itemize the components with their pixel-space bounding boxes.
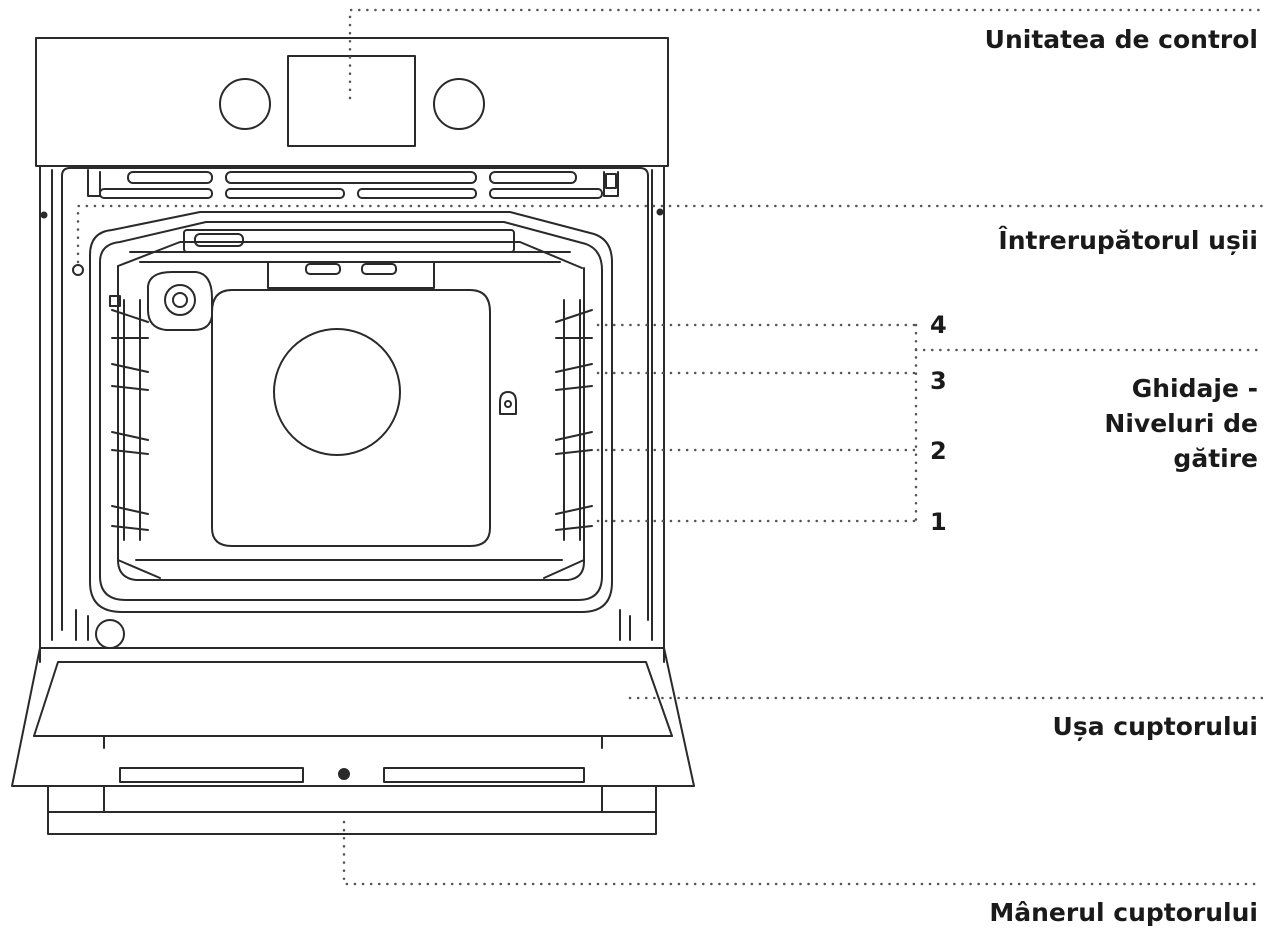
door-vent-right bbox=[383, 767, 585, 783]
label-guides-line3: gătire bbox=[1173, 444, 1258, 473]
left-shelf-guides bbox=[109, 295, 149, 541]
leader-guides bbox=[914, 323, 1264, 523]
level-4: 4 bbox=[930, 311, 947, 339]
left-knob bbox=[219, 78, 271, 130]
level-2: 2 bbox=[930, 437, 947, 465]
fan-cover bbox=[273, 328, 401, 456]
label-guides: Ghidaje - Niveluri de gătire bbox=[1104, 371, 1258, 476]
oven-door bbox=[11, 609, 695, 787]
probe-socket bbox=[499, 391, 517, 415]
display-screen bbox=[287, 55, 416, 147]
label-oven-handle: Mânerul cuptorului bbox=[989, 898, 1258, 927]
door-switch-button bbox=[72, 264, 84, 276]
right-knob bbox=[433, 78, 485, 130]
right-shelf-guides bbox=[555, 299, 593, 541]
oven-cavity bbox=[89, 211, 613, 613]
level-3: 3 bbox=[930, 367, 947, 395]
oven-body bbox=[39, 165, 665, 663]
leader-control-unit bbox=[348, 8, 1264, 100]
label-door-switch: Întrerupătorul ușii bbox=[998, 226, 1258, 255]
leader-lines bbox=[76, 8, 1264, 886]
oven-lamp bbox=[147, 271, 213, 331]
leader-levels bbox=[596, 323, 918, 523]
door-vent-left bbox=[119, 767, 304, 783]
label-control-unit: Unitatea de control bbox=[984, 25, 1258, 54]
label-guides-line2: Niveluri de bbox=[1104, 409, 1258, 438]
oven-handle bbox=[47, 785, 657, 835]
level-1: 1 bbox=[930, 508, 947, 536]
leader-door-switch bbox=[76, 204, 1264, 264]
control-panel bbox=[35, 37, 669, 167]
top-vents bbox=[99, 171, 603, 199]
label-oven-door: Ușa cuptorului bbox=[1052, 712, 1258, 741]
leader-oven-handle bbox=[342, 820, 1264, 886]
label-guides-line1: Ghidaje - bbox=[1131, 374, 1258, 403]
